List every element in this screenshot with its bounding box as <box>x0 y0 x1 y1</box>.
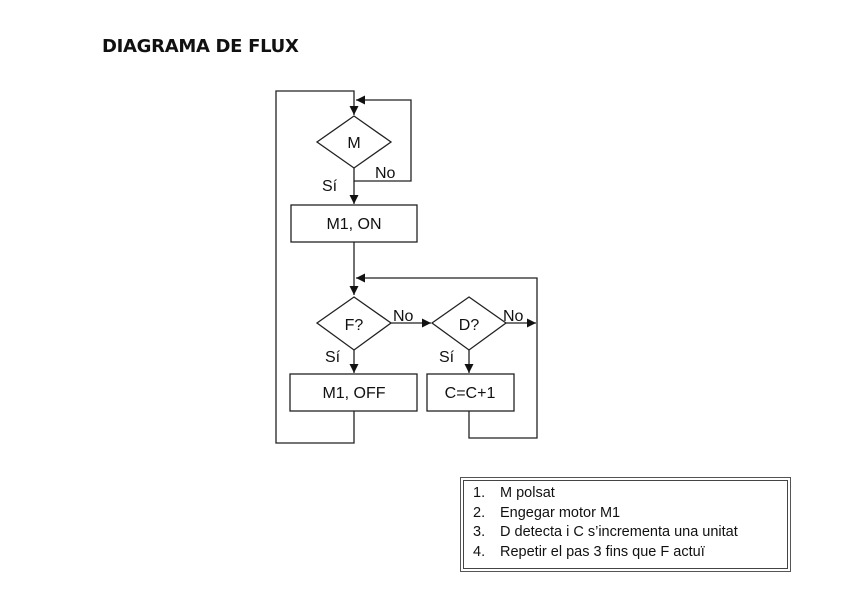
process-m1-on <box>290 204 418 243</box>
decision-d-yes-label: Sí <box>439 349 455 366</box>
decision-m-label: M <box>347 135 360 152</box>
steps-legend: 1. M polsat 2. Engegar motor M1 3. D det… <box>463 480 788 569</box>
legend-item-text: D detecta i C s’incrementa una unitat <box>500 524 738 540</box>
legend-item-number: 4. <box>473 543 486 560</box>
flowchart: M No Sí M1, ON F? No Sí D? No Sí M1, OFF… <box>275 90 538 444</box>
decision-m-no-label: No <box>375 165 396 182</box>
m-no-loop-line <box>353 95 412 182</box>
legend-item-number: 2. <box>473 504 486 521</box>
legend-item: 2. Engegar motor M1 <box>473 504 787 524</box>
legend-item-text: M polsat <box>500 485 555 501</box>
decision-f-yes-label: Sí <box>325 349 341 366</box>
process-m1-on-label: M1, ON <box>326 216 381 233</box>
process-c-inc-label: C=C+1 <box>445 385 496 402</box>
legend-item: 1. M polsat <box>473 484 787 504</box>
decision-f <box>315 296 393 351</box>
decision-d-label: D? <box>459 317 480 334</box>
decision-d <box>430 296 508 351</box>
loop-return-line <box>275 90 359 444</box>
c-inc-loop-line <box>468 323 538 439</box>
process-m1-off-label: M1, OFF <box>322 385 385 402</box>
legend-item-text: Engegar motor M1 <box>500 504 621 521</box>
process-m1-off <box>289 373 418 412</box>
decision-f-label: F? <box>345 317 364 334</box>
legend-item-number: 3. <box>473 524 486 540</box>
decision-f-no-label: No <box>393 308 414 325</box>
legend-item: 3. D detecta i C s’incrementa una unitat <box>473 523 787 543</box>
process-c-inc <box>426 373 515 412</box>
decision-d-no-label: No <box>503 308 524 325</box>
page-title: DIAGRAMA DE FLUX <box>102 36 299 57</box>
decision-m <box>315 115 393 169</box>
legend-item-number: 1. <box>473 485 486 501</box>
legend-item: 4. Repetir el pas 3 fins que F actuï <box>473 543 787 563</box>
decision-m-yes-label: Sí <box>322 178 338 195</box>
d-loop-back-line <box>356 273 538 323</box>
legend-item-text: Repetir el pas 3 fins que F actuï <box>500 543 705 560</box>
